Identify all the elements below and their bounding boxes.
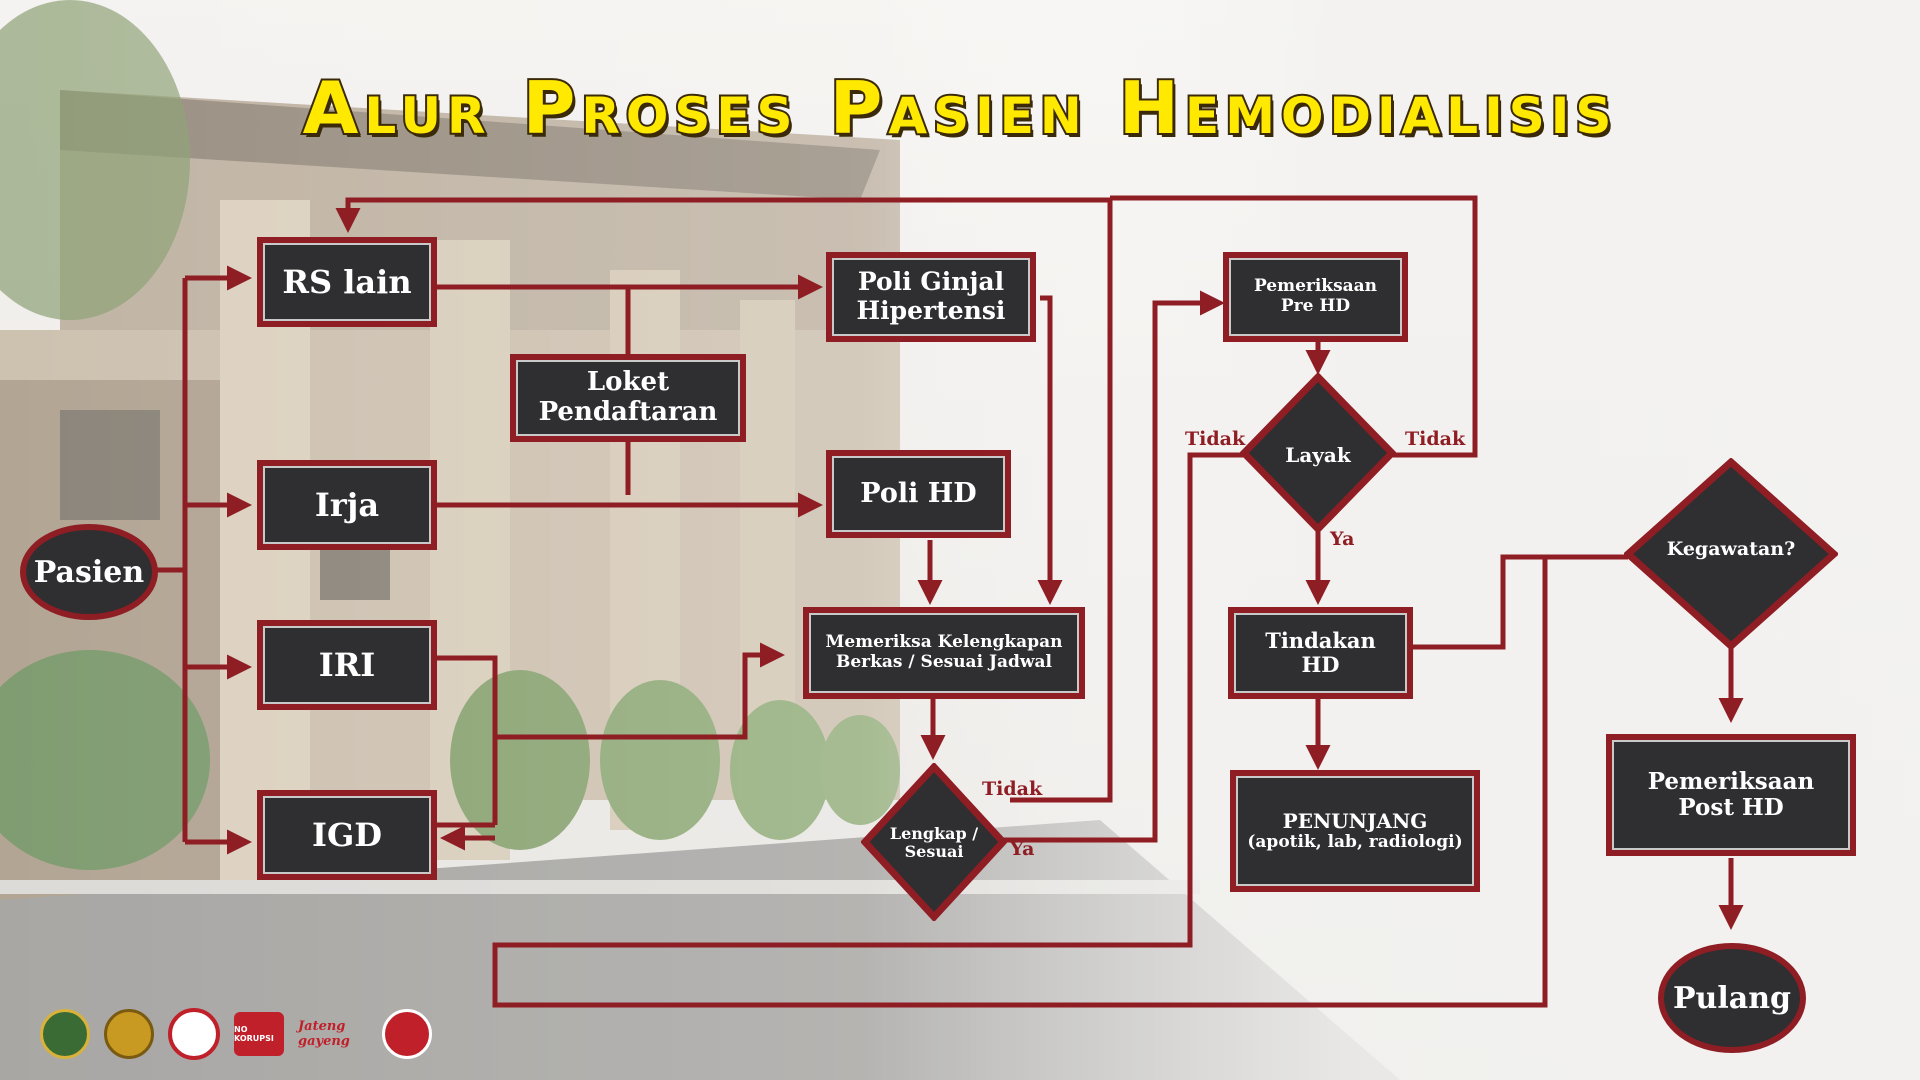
kegawatan-label: Kegawatan? (1666, 538, 1796, 561)
edge-label-ya-layak: Ya (1330, 528, 1355, 550)
lengkap-label: Lengkap / Sesuai (889, 823, 979, 861)
edge-label-ya-lengkap: Ya (1010, 838, 1035, 860)
jateng-seal-logo (40, 1009, 90, 1059)
rsud-logo (168, 1008, 220, 1060)
jateng-gayeng-logo: Jateng gayeng (298, 1019, 350, 1049)
ayo-ke-posyandu-logo (382, 1009, 432, 1059)
node-poli-hd: Poli HD (826, 450, 1011, 538)
node-igd: IGD (257, 790, 437, 880)
node-lengkap-diamond (861, 763, 1007, 921)
node-irja: Irja (257, 460, 437, 550)
page-title: Alur Proses Pasien Hemodialisis (301, 64, 1618, 152)
node-iri: IRI (257, 620, 437, 710)
node-pemeriksaan-post-hd: Pemeriksaan Post HD (1606, 734, 1856, 856)
penunjang-title: PENUNJANG (1282, 808, 1428, 833)
no-korupsi-logo: NO KORUPSI (234, 1012, 284, 1056)
node-pulang: Pulang (1658, 943, 1806, 1053)
node-poli-ginjal-hipertensi: Poli Ginjal Hipertensi (826, 252, 1036, 342)
edge-label-tidak-layak-left: Tidak (1185, 428, 1246, 450)
node-penunjang: PENUNJANG (apotik, lab, radiologi) (1230, 770, 1480, 892)
edge-label-tidak-layak-right: Tidak (1405, 428, 1466, 450)
node-pasien: Pasien (20, 524, 158, 620)
node-kegawatan-diamond (1624, 458, 1838, 650)
node-rs-lain: RS lain (257, 237, 437, 327)
layak-label: Layak (1285, 442, 1351, 467)
node-loket-pendaftaran: Loket Pendaftaran (510, 354, 746, 442)
node-pemeriksaan-pre-hd: Pemeriksaan Pre HD (1223, 252, 1408, 342)
penunjang-subtitle: (apotik, lab, radiologi) (1247, 831, 1463, 852)
logo-strip: NO KORUPSI Jateng gayeng (40, 1008, 432, 1060)
node-layak-diamond (1240, 373, 1396, 533)
edge-label-tidak-lengkap: Tidak (982, 778, 1043, 800)
provincial-emblem-logo (104, 1009, 154, 1059)
node-tindakan-hd: Tindakan HD (1228, 607, 1413, 699)
node-memeriksa-kelengkapan: Memeriksa Kelengkapan Berkas / Sesuai Ja… (803, 607, 1085, 699)
